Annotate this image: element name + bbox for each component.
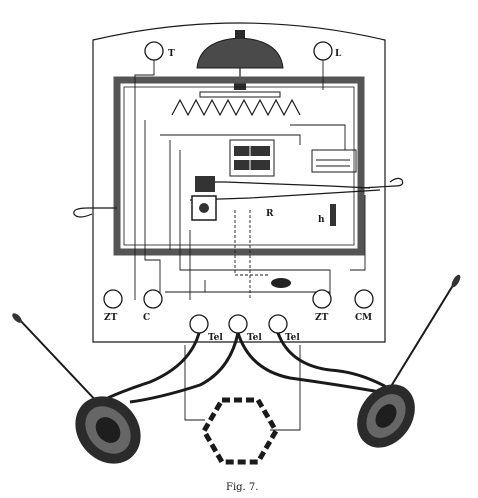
- terminal-L-label: L: [335, 49, 342, 59]
- terminal-CM: CM: [354, 289, 374, 323]
- resistance-coil: [171, 98, 301, 117]
- tel-terminal-1-label: Tel: [208, 333, 223, 343]
- tel-terminal-1: Tel: [189, 314, 223, 343]
- right-hook: [360, 177, 404, 189]
- terminal-L: L: [313, 41, 342, 61]
- figure-caption: Fig. 7.: [226, 482, 258, 493]
- terminal-ZT-right: ZT: [312, 289, 332, 323]
- tel-terminal-3: Tel: [268, 314, 300, 343]
- right-receiver: [357, 274, 461, 448]
- terminal-T-label: T: [168, 49, 175, 59]
- induction-coil: [229, 139, 275, 177]
- tel-terminal-3-label: Tel: [285, 333, 300, 343]
- terminal-C: C: [143, 289, 163, 323]
- receiver-cords: [107, 332, 389, 431]
- label-R: R: [266, 209, 274, 219]
- terminal-C-label: C: [143, 313, 150, 323]
- tel-terminal-2: Tel: [228, 314, 262, 343]
- tel-terminal-2-label: Tel: [247, 333, 262, 343]
- terminal-ZT-right-label: ZT: [315, 313, 329, 323]
- hexagon-battery: [201, 397, 279, 465]
- terminal-ZT-left: ZT: [103, 289, 123, 323]
- inner-frame: [113, 76, 365, 256]
- label-h: h: [318, 215, 325, 225]
- internal-wiring: [134, 60, 366, 300]
- left-hook: [73, 207, 117, 218]
- terminal-ZT-left-label: ZT: [104, 313, 118, 323]
- switch-lever: [189, 176, 381, 221]
- terminal-CM-label: CM: [355, 313, 372, 323]
- left-receiver: [12, 313, 141, 464]
- terminal-T: T: [144, 41, 175, 61]
- contact-springs: [311, 149, 357, 173]
- backboard: [92, 22, 386, 343]
